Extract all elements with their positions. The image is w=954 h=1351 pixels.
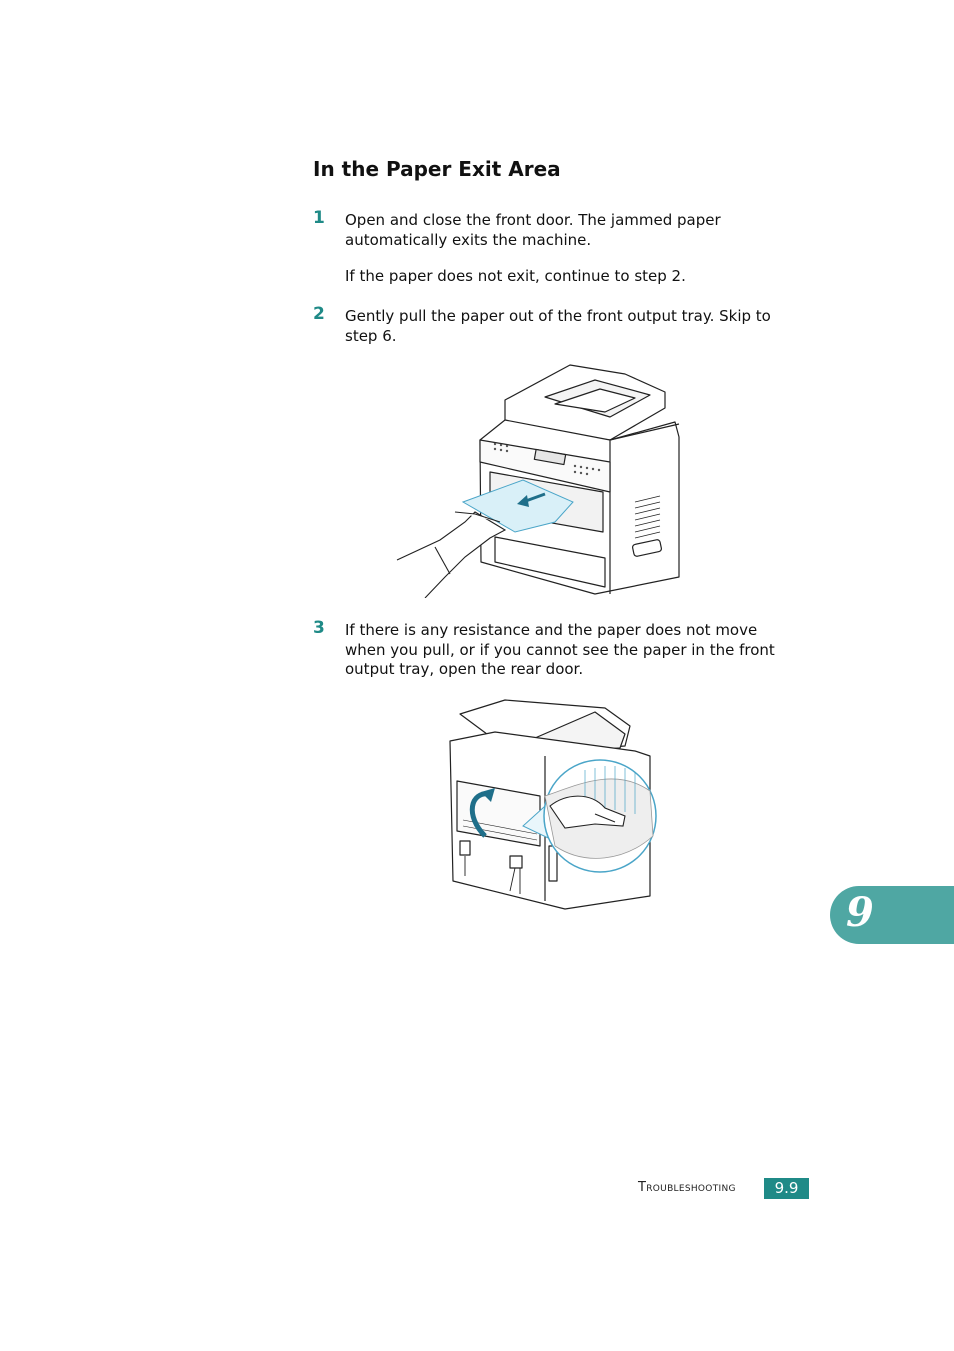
- step-1-number: 1: [313, 208, 325, 228]
- step-2-number: 2: [313, 304, 325, 324]
- step-1-note: If the paper does not exit, continue to …: [345, 267, 686, 285]
- chapter-number: 9: [846, 889, 874, 936]
- chapter-tab: [830, 886, 954, 944]
- step-2-text: Gently pull the paper out of the front o…: [345, 307, 771, 345]
- section-heading: In the Paper Exit Area: [313, 157, 561, 181]
- footer-section-title: Troubleshooting: [638, 1180, 736, 1195]
- step-3-number: 3: [313, 618, 325, 638]
- step-1-text: Open and close the front door. The jamme…: [345, 211, 721, 249]
- page-number: 9.9: [764, 1178, 809, 1199]
- step-3-text: If there is any resistance and the paper…: [345, 621, 775, 678]
- printer-front-illustration: [396, 364, 680, 598]
- printer-rear-illustration: [449, 699, 657, 910]
